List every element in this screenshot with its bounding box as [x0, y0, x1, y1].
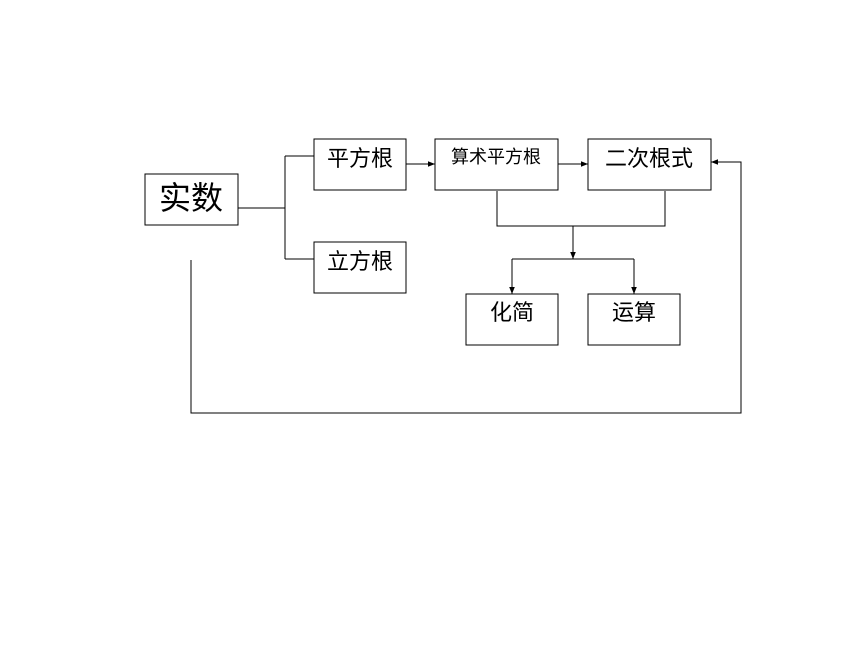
- node-cube-root-box: [313, 241, 407, 294]
- node-operation: 运算: [587, 293, 681, 346]
- node-cube-root-label: 立方根: [327, 250, 393, 275]
- node-arithmetic-square-root-label: 算术平方根: [451, 147, 541, 168]
- node-square-root: 平方根: [313, 138, 407, 191]
- edge-merge-bracket: [496, 191, 666, 227]
- node-real-number: 实数: [144, 173, 239, 226]
- node-quadratic-radical-label: 二次根式: [605, 147, 693, 172]
- node-square-root-label: 平方根: [327, 147, 393, 172]
- node-square-root-box: [313, 138, 407, 191]
- node-simplify-label: 化简: [490, 301, 534, 326]
- node-operation-box: [587, 293, 681, 346]
- edges: [190, 155, 742, 414]
- edge-feedback-loop: [190, 159, 742, 414]
- node-simplify: 化简: [465, 293, 559, 346]
- node-simplify-box: [465, 293, 559, 346]
- node-real-number-label: 实数: [159, 179, 223, 217]
- node-arithmetic-square-root-box: [434, 138, 559, 191]
- node-quadratic-radical: 二次根式: [587, 138, 712, 191]
- node-operation-label: 运算: [612, 301, 656, 326]
- node-arithmetic-square-root: 算术平方根: [434, 138, 559, 191]
- node-cube-root: 立方根: [313, 241, 407, 294]
- node-quadratic-radical-box: [587, 138, 712, 191]
- node-real-number-box: [144, 173, 239, 226]
